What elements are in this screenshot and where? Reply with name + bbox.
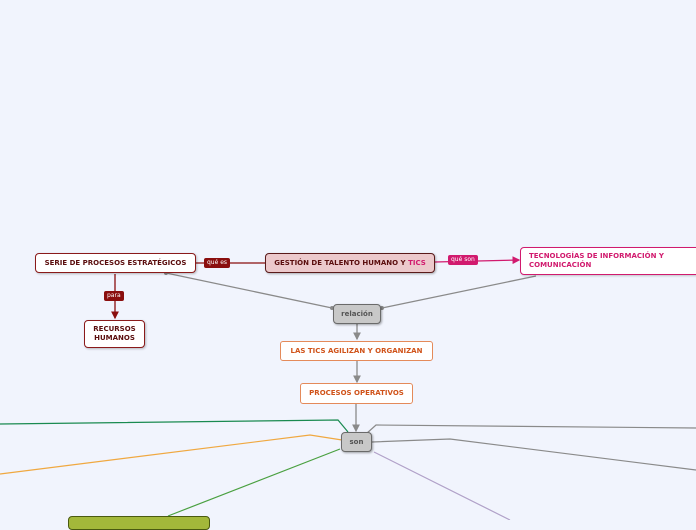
node-center-text: GESTIÓN DE TALENTO HUMANO Y [274,258,406,267]
connector-relacion-tecnologias [381,275,537,309]
branch-green-dark [0,419,349,433]
node-relacion[interactable]: relación [333,304,381,324]
node-son-label: son [349,437,364,446]
branch-green-light [167,448,341,517]
node-serie-label: SERIE DE PROCESOS ESTRATÉGICOS [44,258,187,267]
connector-serie-relacion [165,272,333,309]
node-agilizan-label: LAS TICS AGILIZAN Y ORGANIZAN [290,346,423,355]
branch-lavender [373,451,511,520]
node-procesos-operativos[interactable]: PROCESOS OPERATIVOS [300,383,413,404]
node-center-accent: TICS [408,258,426,267]
node-recursos-label: RECURSOS HUMANOS [93,325,136,342]
branch-gray-top [365,424,696,435]
node-serie-procesos[interactable]: SERIE DE PROCESOS ESTRATÉGICOS [35,253,196,273]
label-que-son: qué son [448,255,478,265]
node-tecnologias[interactable]: TECNOLOGÍAS DE INFORMACIÓN Y COMUNICACIÓ… [520,247,696,275]
node-green-partial[interactable] [68,516,210,530]
node-procesos-label: PROCESOS OPERATIVOS [309,389,404,397]
label-que-es: qué es [204,258,231,268]
branch-gray-mid [371,438,696,471]
node-gestion-talento-tics[interactable]: GESTIÓN DE TALENTO HUMANO Y TICS [265,253,435,273]
node-tecnologias-label: TECNOLOGÍAS DE INFORMACIÓN Y COMUNICACIÓ… [529,252,664,269]
branch-amber [0,434,343,475]
node-tics-agilizan[interactable]: LAS TICS AGILIZAN Y ORGANIZAN [280,341,433,361]
node-recursos-humanos[interactable]: RECURSOS HUMANOS [84,320,145,348]
node-relacion-label: relación [341,309,373,318]
label-para: para [104,291,124,301]
node-son[interactable]: son [341,432,372,452]
